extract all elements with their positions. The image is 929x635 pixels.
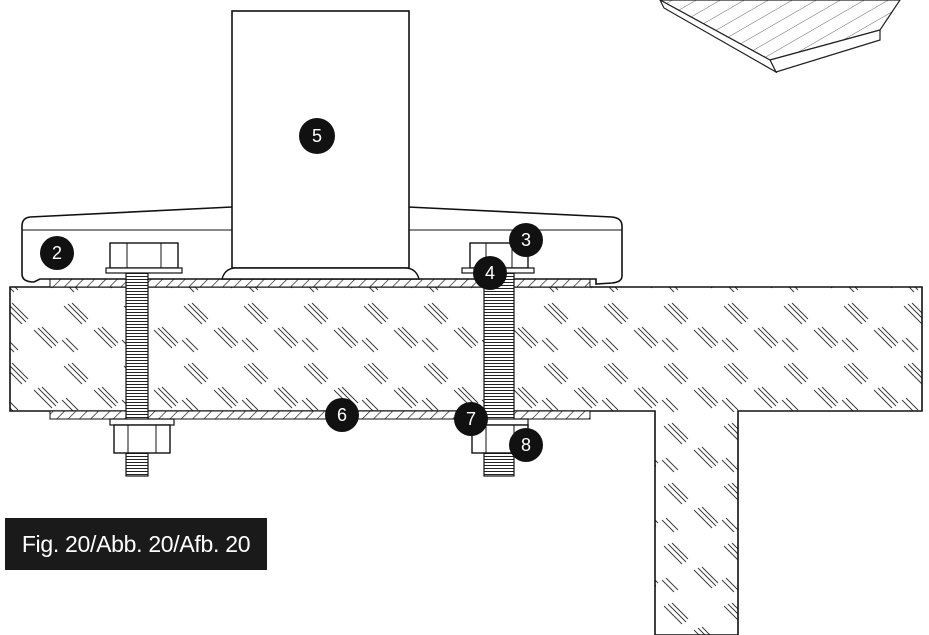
- board-illustration: [659, 0, 901, 74]
- bottom-plate: [49, 410, 591, 420]
- callout-7: 7: [454, 402, 488, 436]
- callout-2: 2: [40, 236, 74, 270]
- figure-caption: Fig. 20/Abb. 20/Afb. 20: [5, 518, 267, 570]
- callout-7-label: 7: [466, 409, 476, 429]
- callout-2-label: 2: [52, 243, 62, 263]
- callout-8-label: 8: [521, 435, 531, 455]
- callout-5: 5: [299, 118, 335, 154]
- callout-6: 6: [325, 398, 359, 432]
- callout-4-label: 4: [485, 263, 495, 283]
- left-anchor-bolt: [105, 242, 183, 477]
- callout-5-label: 5: [312, 126, 322, 146]
- callout-3: 3: [509, 223, 543, 257]
- callout-6-label: 6: [337, 405, 347, 425]
- post-base-flange: [221, 267, 420, 280]
- callout-3-label: 3: [521, 230, 531, 250]
- callout-4: 4: [473, 256, 507, 290]
- callout-8: 8: [509, 428, 543, 462]
